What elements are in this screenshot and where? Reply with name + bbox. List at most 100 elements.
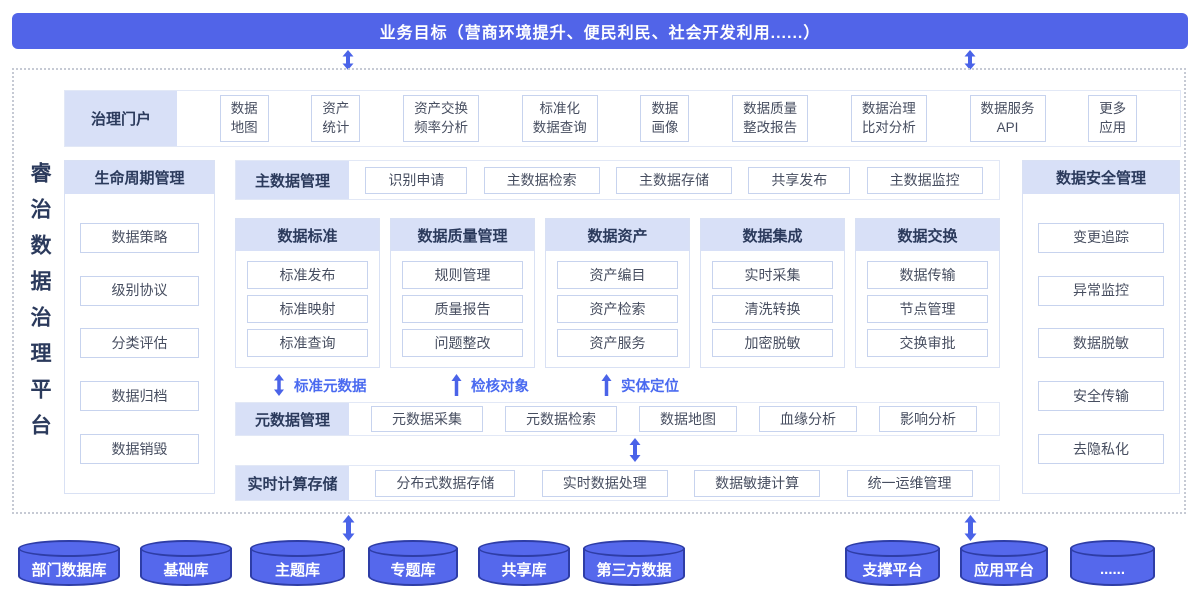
double-arrow-icon — [964, 50, 976, 70]
column-item: 节点管理 — [867, 295, 988, 323]
database-cylinder: 共享库 — [478, 540, 570, 586]
column-item: 标准发布 — [247, 261, 368, 289]
compute-item: 实时数据处理 — [541, 469, 668, 497]
security-item: 数据脱敏 — [1038, 328, 1164, 359]
column-item: 质量报告 — [402, 295, 523, 323]
cylinder-icon — [18, 540, 120, 557]
portal-item-standard-query: 标准化数据查询 — [521, 95, 598, 142]
business-goal-banner: 业务目标（营商环境提升、便民利民、社会开发利用......） — [12, 13, 1188, 49]
portal-item-quality-report: 数据质量整改报告 — [732, 95, 809, 142]
lifecycle-item: 级别协议 — [80, 275, 199, 306]
cylinder-icon — [368, 540, 458, 557]
up-arrow-icon — [601, 374, 612, 396]
portal-item-data-map: 数据地图 — [219, 95, 269, 142]
security-title: 数据安全管理 — [1023, 161, 1179, 194]
master-item: 共享发布 — [748, 166, 851, 194]
master-data-label: 主数据管理 — [236, 161, 349, 199]
cylinder-icon — [140, 540, 232, 557]
lifecycle-item: 数据销毁 — [80, 434, 199, 465]
double-arrow-icon — [342, 515, 355, 541]
column-item: 交换审批 — [867, 329, 988, 357]
metadata-label: 元数据管理 — [236, 403, 349, 435]
database-cylinder: 专题库 — [368, 540, 458, 586]
lifecycle-item: 数据归档 — [80, 381, 199, 412]
double-arrow-icon — [964, 515, 977, 541]
column-item: 资产检索 — [557, 295, 678, 323]
metadata-item: 影响分析 — [879, 406, 977, 432]
double-arrow-icon — [274, 374, 284, 396]
portal-items: 数据地图 资产统计 资产交换频率分析 标准化数据查询 数据画像 数据质量整改报告… — [177, 91, 1180, 146]
database-cylinder: 主题库 — [250, 540, 345, 586]
portal-item-data-profile: 数据画像 — [640, 95, 690, 142]
column-item: 实时采集 — [712, 261, 833, 289]
flow-check-object: 检核对象 — [450, 372, 529, 398]
compute-storage-label: 实时计算存储 — [236, 466, 349, 500]
metadata-item: 血缘分析 — [759, 406, 857, 432]
column-item: 加密脱敏 — [712, 329, 833, 357]
portal-item-more-apps: 更多应用 — [1088, 95, 1138, 142]
column-item: 问题整改 — [402, 329, 523, 357]
column-item: 资产编目 — [557, 261, 678, 289]
lifecycle-item: 分类评估 — [80, 328, 199, 359]
metadata-item: 元数据采集 — [371, 406, 483, 432]
master-item: 识别申请 — [365, 166, 468, 194]
compute-item: 分布式数据存储 — [375, 469, 516, 497]
security-panel: 数据安全管理 变更追踪 异常监控 数据脱敏 安全传输 去隐私化 — [1022, 160, 1180, 494]
portal-item-governance-compare: 数据治理比对分析 — [850, 95, 927, 142]
portal-item-asset-stats: 资产统计 — [311, 95, 361, 142]
flow-entity-locate: 实体定位 — [600, 372, 679, 398]
database-cylinder: 部门数据库 — [18, 540, 120, 586]
cylinder-icon — [250, 540, 345, 557]
column-data-asset: 数据资产 资产编目 资产检索 资产服务 — [545, 218, 690, 368]
metadata-item: 数据地图 — [639, 406, 737, 432]
portal-row: 治理门户 数据地图 资产统计 资产交换频率分析 标准化数据查询 数据画像 数据质… — [64, 90, 1181, 147]
database-cylinder: 第三方数据 — [583, 540, 685, 586]
column-data-integration: 数据集成 实时采集 清洗转换 加密脱敏 — [700, 218, 845, 368]
platform-cylinder: 应用平台 — [960, 540, 1048, 586]
up-arrow-icon — [451, 374, 462, 396]
platform-frame — [12, 68, 1186, 514]
security-item: 变更追踪 — [1038, 222, 1164, 253]
capability-columns: 数据标准 标准发布 标准映射 标准查询 数据质量管理 规则管理 质量报告 问题整… — [235, 218, 1000, 368]
column-item: 规则管理 — [402, 261, 523, 289]
column-data-standard: 数据标准 标准发布 标准映射 标准查询 — [235, 218, 380, 368]
metadata-item: 元数据检索 — [505, 406, 617, 432]
column-item: 资产服务 — [557, 329, 678, 357]
portal-label: 治理门户 — [65, 91, 177, 146]
flow-standard-metadata: 标准元数据 — [272, 372, 367, 398]
security-item: 去隐私化 — [1038, 434, 1164, 465]
double-arrow-icon — [342, 50, 354, 70]
security-item: 异常监控 — [1038, 275, 1164, 306]
metadata-row: 元数据管理 元数据采集 元数据检索 数据地图 血缘分析 影响分析 — [235, 402, 1000, 436]
database-cylinder: 基础库 — [140, 540, 232, 586]
lifecycle-title: 生命周期管理 — [65, 161, 214, 194]
compute-storage-row: 实时计算存储 分布式数据存储 实时数据处理 数据敏捷计算 统一运维管理 — [235, 465, 1000, 501]
cylinder-icon — [960, 540, 1048, 557]
platform-title: 睿治数据治理平台 — [28, 162, 51, 450]
business-goal-title: 业务目标（营商环境提升、便民利民、社会开发利用......） — [379, 25, 821, 42]
cylinder-icon — [845, 540, 940, 557]
cylinder-icon — [478, 540, 570, 557]
platform-cylinder: ...... — [1070, 540, 1155, 586]
master-data-row: 主数据管理 识别申请 主数据检索 主数据存储 共享发布 主数据监控 — [235, 160, 1000, 200]
cylinder-icon — [583, 540, 685, 557]
platform-cylinder: 支撑平台 — [845, 540, 940, 586]
column-item: 标准映射 — [247, 295, 368, 323]
column-data-exchange: 数据交换 数据传输 节点管理 交换审批 — [855, 218, 1000, 368]
compute-item: 统一运维管理 — [846, 469, 973, 497]
compute-item: 数据敏捷计算 — [694, 469, 821, 497]
master-item: 主数据检索 — [483, 166, 600, 194]
column-item: 数据传输 — [867, 261, 988, 289]
cylinder-icon — [1070, 540, 1155, 557]
lifecycle-item: 数据策略 — [80, 222, 199, 253]
lifecycle-panel: 生命周期管理 数据策略 级别协议 分类评估 数据归档 数据销毁 — [64, 160, 215, 494]
security-item: 安全传输 — [1038, 381, 1164, 412]
double-arrow-icon — [629, 438, 641, 462]
master-item: 主数据监控 — [866, 166, 983, 194]
column-item: 清洗转换 — [712, 295, 833, 323]
portal-item-exchange-frequency: 资产交换频率分析 — [403, 95, 480, 142]
master-item: 主数据存储 — [615, 166, 732, 194]
column-item: 标准查询 — [247, 329, 368, 357]
column-data-quality: 数据质量管理 规则管理 质量报告 问题整改 — [390, 218, 535, 368]
